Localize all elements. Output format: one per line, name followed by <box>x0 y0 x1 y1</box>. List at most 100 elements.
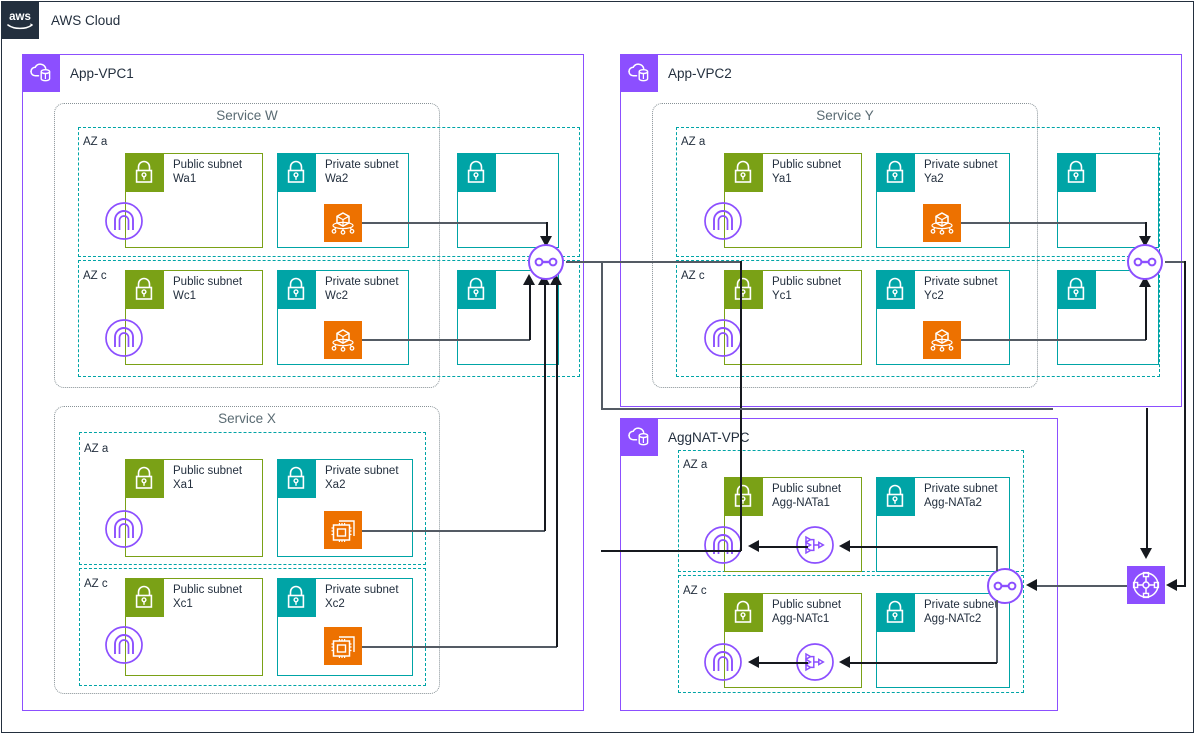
subnet-private-yc2: Private subnet Yc2 <box>875 269 1010 365</box>
service-group-y <box>652 103 1038 388</box>
lock-icon <box>124 269 164 309</box>
vpc-icon <box>22 54 60 92</box>
arrow-head <box>1026 579 1037 591</box>
vpc-aggnat <box>620 418 1058 711</box>
vpc-app-vpc2 <box>620 54 1182 407</box>
subnet-private-wa2: Private subnet Wa2 <box>276 152 409 248</box>
connector-segment <box>1146 408 1148 548</box>
connector-segment <box>601 261 603 409</box>
transit-gateway-attachment-icon <box>526 242 566 282</box>
arrow-head <box>523 274 535 285</box>
connector-segment <box>740 261 742 551</box>
arrow-head <box>1139 236 1151 247</box>
lock-icon <box>723 152 763 192</box>
az-label: AZ a <box>82 136 109 148</box>
az-boundary <box>678 575 1024 693</box>
internet-gateway-icon <box>703 201 743 241</box>
connector-aggnat-attachment-to-nat-a <box>996 546 998 571</box>
subnet-private-xa2: Private subnet Xa2 <box>276 458 413 557</box>
subnet-label: Public subnet Agg-NATc1 <box>772 599 842 625</box>
az-boundary <box>79 568 426 686</box>
subnet-public-wc1: Public subnet Wc1 <box>124 269 263 365</box>
transit-gateway-icon <box>1127 566 1165 604</box>
az-boundary <box>79 432 426 565</box>
arrow-head <box>1139 276 1151 287</box>
vpc-icon <box>620 54 658 92</box>
subnet-private-wc3 <box>456 269 559 365</box>
subnet-public-agg-natc1: Public subnet Agg-NATc1 <box>723 592 862 688</box>
eks-icon <box>324 204 362 242</box>
vpc-label: App-VPC2 <box>668 66 732 81</box>
subnet-label: Private subnet Agg-NATa2 <box>924 483 998 509</box>
connector-wc2-to-tgw-attachment <box>362 339 530 341</box>
subnet-label: Private subnet Ya2 <box>924 159 998 185</box>
lock-icon <box>124 152 164 192</box>
az-boundary <box>676 127 1160 257</box>
arrow-head <box>550 274 562 285</box>
az-boundary <box>676 260 1160 377</box>
connector-xa2-to-tgw-attachment <box>362 530 545 532</box>
connector-wa2-to-tgw-attachment <box>362 222 547 224</box>
subnet-public-xa1: Public subnet Xa1 <box>124 458 263 557</box>
subnet-private-xc2: Private subnet Xc2 <box>276 577 413 676</box>
connector-nat-c-to-igw-c <box>756 662 808 664</box>
eks-icon <box>324 321 362 359</box>
lock-icon <box>1056 269 1096 309</box>
subnet-private-agg-nata2: Private subnet Agg-NATa2 <box>875 476 1010 572</box>
arrow-head <box>839 656 850 668</box>
nat-gateway-icon <box>795 525 835 565</box>
service-group-w <box>54 103 440 388</box>
eks-icon <box>923 321 961 359</box>
lock-icon <box>723 476 763 516</box>
service-label: Service X <box>218 411 276 426</box>
aws-cloud-label: AWS Cloud <box>51 13 121 28</box>
subnet-public-ya1: Public subnet Ya1 <box>723 152 862 248</box>
connector-vpc2-to-transit-gateway <box>1165 261 1186 263</box>
subnet-private-agg-natc2: Private subnet Agg-NATc2 <box>875 592 1010 688</box>
aws-logo-icon: aws <box>1 1 39 39</box>
subnet-private-wa3 <box>456 152 559 248</box>
svg-text:aws: aws <box>9 11 31 23</box>
lock-icon <box>723 592 763 632</box>
subnet-public-yc1: Public subnet Yc1 <box>723 269 862 365</box>
az-label: AZ a <box>680 136 707 148</box>
connector-ya2-to-tgw-attachment <box>961 222 1145 224</box>
lock-icon <box>456 152 496 192</box>
subnet-private-ya3 <box>1056 152 1159 248</box>
internet-gateway-icon <box>703 525 743 565</box>
internet-gateway-icon <box>703 642 743 682</box>
ec2-instances-icon <box>324 511 362 549</box>
internet-gateway-icon <box>104 201 144 241</box>
subnet-label: Public subnet Xc1 <box>173 584 243 610</box>
lock-icon <box>276 458 316 498</box>
lock-icon <box>276 152 316 192</box>
az-label: AZ a <box>83 443 110 455</box>
az-boundary <box>78 127 580 257</box>
az-boundary <box>78 260 580 377</box>
connector-segment <box>1145 222 1147 238</box>
lock-icon <box>276 577 316 617</box>
subnet-label: Private subnet Wc2 <box>325 276 399 302</box>
lock-icon <box>875 152 915 192</box>
connector-segment <box>849 662 997 664</box>
ec2-instances-icon <box>324 627 362 665</box>
arrow-head <box>748 656 759 668</box>
lock-icon <box>875 269 915 309</box>
az-label: AZ c <box>83 578 109 590</box>
eks-icon <box>923 204 961 242</box>
subnet-label: Public subnet Wc1 <box>173 276 243 302</box>
connector-segment <box>601 550 741 552</box>
subnet-private-wc2: Private subnet Wc2 <box>276 269 409 365</box>
subnet-public-agg-nata1: Public subnet Agg-NATa1 <box>723 476 862 572</box>
internet-gateway-icon <box>703 318 743 358</box>
az-label: AZ c <box>682 585 708 597</box>
connector-segment <box>556 282 558 647</box>
subnet-label: Private subnet Wa2 <box>325 159 399 185</box>
transit-gateway-attachment-icon <box>1125 242 1165 282</box>
connector-segment <box>1184 261 1186 586</box>
arrow-head <box>1140 548 1152 559</box>
arrow-head <box>540 236 552 247</box>
arrow-head <box>839 540 850 552</box>
